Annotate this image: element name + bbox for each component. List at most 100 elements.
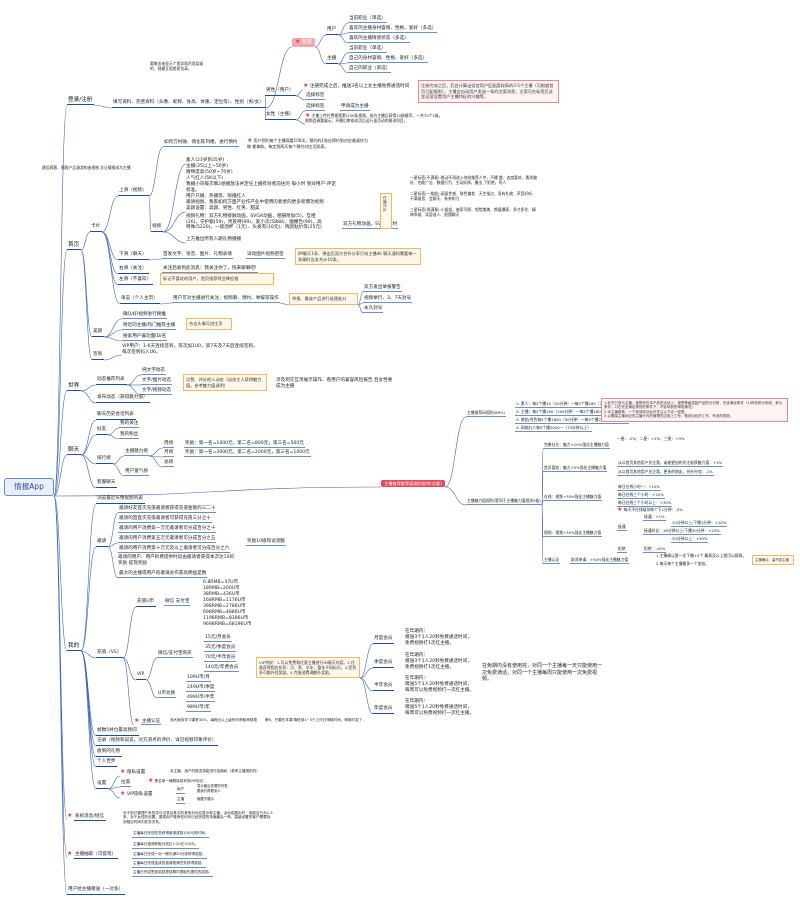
system-box-2: 3.以确保主播对应的主播行为的管理在应用上工作，做到比较的工作，有效的规范。	[604, 414, 734, 419]
connector-line	[107, 775, 121, 790]
settings-privacy[interactable]: ★ 隐私设置	[120, 769, 145, 776]
world-node[interactable]: 世界	[67, 383, 82, 392]
level-2[interactable]: 半年会员	[373, 683, 395, 691]
settings-sub-3: 跟我们再看到人	[197, 789, 221, 793]
connector-line	[122, 657, 137, 681]
charm-c-0: 接通：+1%	[643, 514, 666, 521]
pick-register: 选择标签	[305, 104, 326, 111]
star-icon: ★	[148, 777, 154, 784]
anchor-node[interactable]: 主播	[326, 56, 339, 64]
charm-b-2: 每日在线三个小时以上：+30%	[617, 500, 673, 507]
beauty-item-1: 附近的主播/热门推荐主播	[122, 323, 177, 330]
coin-node[interactable]: 充值U币	[136, 599, 157, 607]
user-item-1: 喜欢的主播身材容貌、性格、爱好（多选）	[348, 26, 438, 33]
up-node[interactable]: 上滑（视频）	[118, 188, 149, 196]
left-swipe-node[interactable]: 左滑（不喜欢）	[118, 277, 154, 285]
connector-line	[145, 679, 158, 699]
vip-note: VIP特权：1.可以免费和任意主播进行IM聊天内容。2.任意获得相应折扣：月、季…	[256, 657, 360, 678]
right-swipe-node[interactable]: 右滑（关注）	[118, 266, 149, 274]
root-node[interactable]: 情报App	[4, 478, 54, 496]
publish-node[interactable]: 发布动态（获得魅力值）	[96, 395, 150, 403]
vip-node[interactable]: VIP	[136, 672, 147, 680]
visitors-node[interactable]: 浏览最近头像视频列表	[96, 496, 145, 504]
charm-head[interactable]: 主播魅力值规则(等同于主播魅力值规则5级)	[466, 498, 542, 505]
video-node[interactable]: 视频	[151, 224, 164, 232]
charm-node[interactable]: 个人世界	[96, 759, 118, 767]
down-sub: 详动图片视频密密	[246, 252, 285, 259]
anchor-draw-node[interactable]: ★ 主播抽取（可提现）	[67, 851, 119, 859]
beauty-node[interactable]: 美颜	[92, 329, 105, 337]
system-msg-node[interactable]: ★ 系统消息/短信	[67, 813, 106, 821]
recent-node[interactable]: 聊天历史会话列表	[96, 412, 136, 420]
dyn-item-1: 文字/图片动态	[141, 378, 173, 385]
click-node[interactable]: 单击（个人主页）	[120, 296, 160, 304]
charm-b: 在线：视频+30%强化主播魅力值	[543, 494, 603, 501]
level-1[interactable]: 季度会员	[373, 660, 395, 668]
records-node[interactable]: 记录（视频和说说、对方测点的评价、详见视频印象评价）	[96, 738, 219, 746]
down-node[interactable]: 下滑（聊天）	[118, 252, 149, 260]
period-month: 月榜	[163, 450, 175, 457]
settings-block[interactable]: 拉黑	[120, 780, 132, 787]
service-node[interactable]: 客服聊天	[96, 480, 118, 488]
video-side: 双方礼物动画，SVGA素材	[342, 222, 399, 229]
system-rule-node[interactable]: 主播推荐推荐值规则说明(总量)	[381, 480, 445, 487]
connector-line	[103, 329, 123, 338]
connector-line	[444, 416, 467, 488]
sign-node[interactable]: 签到	[92, 352, 105, 360]
tag-label: 标签	[301, 39, 312, 45]
charm-d-tag: 主播确认：留不如主播	[752, 555, 794, 566]
level-0[interactable]: 月度会员	[373, 636, 395, 644]
settings-user: 用户	[176, 787, 186, 794]
card-node[interactable]: 卡片	[90, 224, 103, 232]
charm-c-1: 10分钟以上/下播1分钟：+10%	[671, 520, 728, 527]
friends-node[interactable]: 好友	[96, 427, 109, 435]
dyn-item-0: 纯文字动态	[141, 368, 166, 375]
settings-sub-2: 显示最近查看的列表	[197, 784, 228, 788]
gift-node[interactable]: 用户给主播赠送（一对多）	[67, 887, 126, 895]
coin-item-0: 6.8RMB=47U币	[203, 580, 239, 585]
connector-line	[357, 302, 364, 306]
anchor-item-2: 自己的职业（单选）	[348, 66, 392, 73]
level-3[interactable]: 年度会员	[373, 706, 395, 714]
male-node[interactable]: 男性（用户）	[265, 88, 296, 96]
level-1-a: 在年期内：	[405, 653, 428, 658]
settings-sub-4: 隐藏不展示	[197, 797, 214, 801]
rank-node[interactable]: 排行榜	[96, 456, 113, 464]
connector-line	[101, 231, 119, 261]
connector-line	[148, 447, 164, 457]
anchor-cert-node[interactable]: ★ 主播认证	[134, 718, 162, 725]
anchor-note: ★ 主播上传付费视频累计50条视频，成为主播后获得10枚硬币，一共70个1级，视…	[305, 113, 445, 124]
connector-line	[80, 650, 97, 659]
connector-line	[295, 110, 306, 121]
register-desc: 填写资料、完善资料（头像、昵称、身高、体重、定位等）、性别（男/女）	[112, 100, 266, 108]
home-node[interactable]: 首页	[67, 242, 82, 251]
connector-line	[53, 495, 68, 821]
connector-line	[337, 63, 349, 74]
tag-node[interactable]: ★ 标签	[292, 38, 315, 47]
right-swipe-note: 关注后收到此消息：我关注你了，快来聊聊吧!	[162, 266, 258, 273]
anchor-entry[interactable]: 帧数5并位最高频间	[96, 728, 139, 736]
settings-node[interactable]: 设置	[96, 781, 109, 789]
chat-node[interactable]: 聊天	[67, 447, 82, 456]
vip-item-0: 15元/月会员	[204, 635, 232, 642]
system-item-0: 1: 素人：每5个播10（20分钟）一每5个播180（70分钟）	[515, 401, 617, 408]
system-msg-label: 系统消息/短信	[73, 814, 106, 821]
period-total: 总榜	[163, 460, 175, 467]
connector-line	[159, 302, 173, 305]
video-item-5: 用户只播、热播等、限播红人	[186, 194, 246, 199]
system-head[interactable]: 主播推荐码规则(68%)	[466, 410, 506, 417]
gifts-node[interactable]: 收到的礼物	[96, 749, 122, 757]
recharge-node[interactable]: 充值（VS）	[96, 650, 124, 658]
mine-node[interactable]: 我的	[67, 643, 82, 652]
connector-line	[53, 495, 68, 859]
video-item-2: 缠绵度高(50岁~70岁)	[186, 170, 233, 175]
level-0-c: 免费视频打1次红主播。	[405, 641, 454, 646]
invite-node[interactable]: 邀请	[96, 539, 109, 547]
user-node[interactable]: 用户	[326, 27, 339, 35]
register-node[interactable]: 登录/注册	[67, 97, 95, 106]
connector-line	[295, 89, 304, 97]
settings-vip[interactable]: ★ VIP隐私设置	[120, 791, 153, 798]
connector-line	[359, 677, 374, 692]
female-node[interactable]: 女性（主播）	[265, 112, 296, 120]
dynamic-node[interactable]: 动态推荐列表	[96, 377, 127, 385]
